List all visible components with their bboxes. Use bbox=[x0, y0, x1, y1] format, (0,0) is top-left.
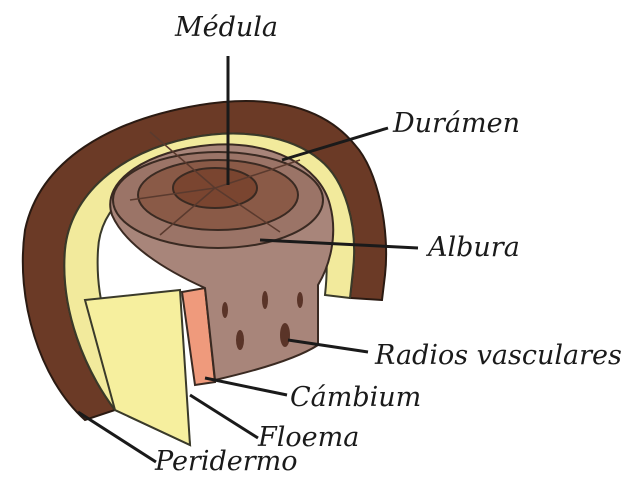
label-albura: Albura bbox=[428, 234, 520, 261]
cambium-leader bbox=[205, 378, 287, 395]
label-peridermo: Peridermo bbox=[155, 448, 298, 475]
label-cambium: Cámbium bbox=[290, 384, 421, 411]
label-duramen: Durámen bbox=[393, 110, 520, 137]
floema-leader bbox=[190, 395, 258, 438]
label-medula: Médula bbox=[175, 14, 278, 41]
label-radios-vasculares: Radios vasculares bbox=[375, 342, 622, 369]
